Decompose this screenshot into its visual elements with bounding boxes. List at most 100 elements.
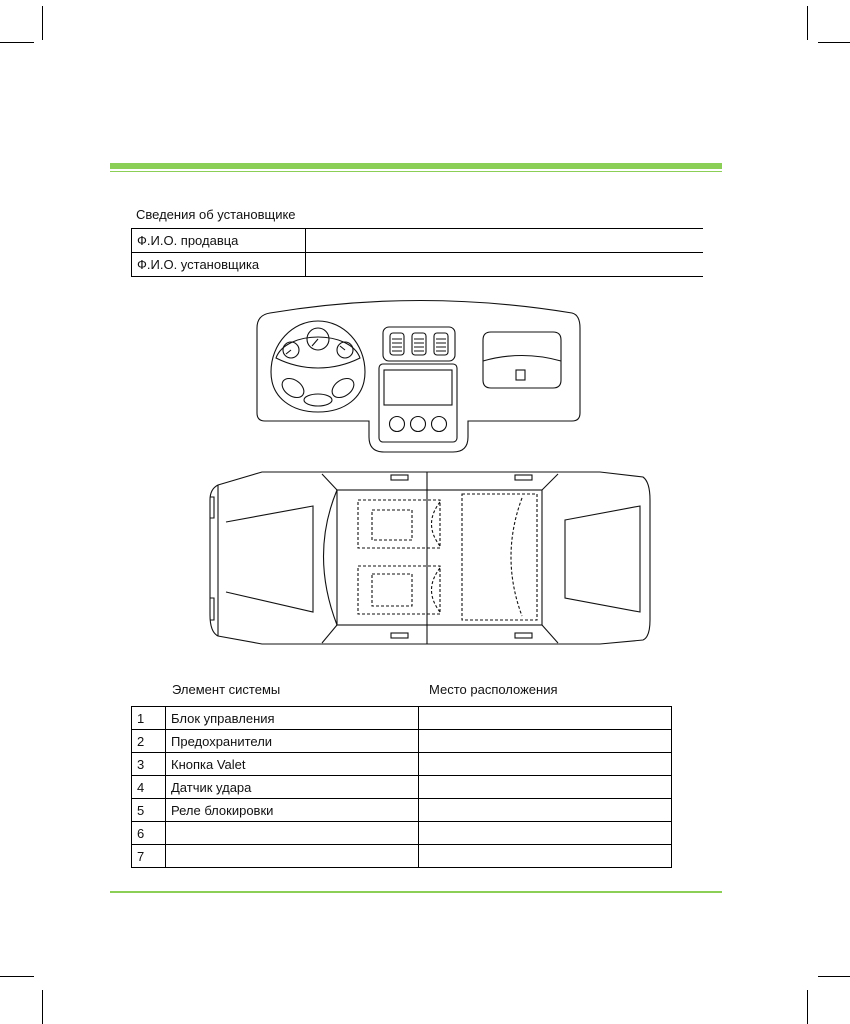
crop-mark xyxy=(42,6,43,40)
c-pillar xyxy=(541,473,559,491)
instrument-cluster xyxy=(275,336,361,369)
table-row: 2 Предохранители xyxy=(131,729,672,753)
table-row: Ф.И.О. продавца xyxy=(131,228,703,253)
vent-icon xyxy=(433,332,449,356)
element-name: Кнопка Valet xyxy=(165,752,419,776)
vent-panel xyxy=(382,326,456,362)
car-top-view xyxy=(209,471,651,645)
door-handle-icon xyxy=(514,632,533,639)
header-rule xyxy=(110,163,722,173)
a-pillar xyxy=(321,473,338,491)
table-row: 1 Блок управления xyxy=(131,706,672,730)
element-location-field[interactable] xyxy=(418,775,672,799)
car-layout-diagram xyxy=(209,299,651,645)
seller-name-field[interactable] xyxy=(305,228,703,253)
front-seats xyxy=(357,493,538,621)
seat-driver xyxy=(357,499,441,549)
column-header-element: Элемент системы xyxy=(172,682,281,697)
vent-icon xyxy=(411,332,427,356)
console-screen xyxy=(383,369,453,406)
gauge-center-icon xyxy=(306,327,330,351)
row-number: 7 xyxy=(131,844,166,868)
windshield xyxy=(322,489,338,626)
element-location-field[interactable] xyxy=(418,844,672,868)
door-handle-icon xyxy=(390,474,409,481)
gauge-left-icon xyxy=(282,341,300,359)
table-row: 3 Кнопка Valet xyxy=(131,752,672,776)
dashboard-outline xyxy=(256,299,581,453)
element-location-field[interactable] xyxy=(418,729,672,753)
header-rule-thick xyxy=(110,163,722,169)
element-location-field[interactable] xyxy=(418,752,672,776)
table-row: 5 Реле блокировки xyxy=(131,798,672,822)
element-name-field[interactable] xyxy=(165,821,419,845)
element-location-field[interactable] xyxy=(418,798,672,822)
element-name-field[interactable] xyxy=(165,844,419,868)
glovebox xyxy=(482,331,562,389)
door-handle-icon xyxy=(514,474,533,481)
table-row: 7 xyxy=(131,844,672,868)
glovebox-seam xyxy=(482,355,562,362)
center-console xyxy=(378,363,458,443)
gauge-needle xyxy=(339,345,346,351)
seat-back xyxy=(371,573,413,607)
crop-mark xyxy=(818,976,850,977)
element-location-field[interactable] xyxy=(418,821,672,845)
installer-table: Ф.И.О. продавца Ф.И.О. установщика xyxy=(131,228,703,277)
wheel-hub xyxy=(303,393,333,407)
header-rule-thin xyxy=(110,171,722,172)
trunk-panel xyxy=(564,505,641,613)
gauge-needle xyxy=(285,349,292,355)
column-header-location: Место расположения xyxy=(429,682,558,697)
wheel-spoke-left xyxy=(281,377,305,399)
element-name: Датчик удара xyxy=(165,775,419,799)
installer-name-label: Ф.И.О. установщика xyxy=(131,252,306,277)
footer-rule xyxy=(110,891,722,893)
element-name: Реле блокировки xyxy=(165,798,419,822)
crop-mark xyxy=(818,42,850,43)
hood-panel xyxy=(225,505,314,613)
installer-name-field[interactable] xyxy=(305,252,703,277)
table-row: Ф.И.О. установщика xyxy=(131,252,703,277)
element-name: Блок управления xyxy=(165,706,419,730)
crop-mark xyxy=(0,42,34,43)
console-knob-icon xyxy=(430,415,448,433)
a-pillar xyxy=(321,624,338,644)
row-number: 1 xyxy=(131,706,166,730)
seat-headrest xyxy=(430,501,441,547)
crop-mark xyxy=(807,990,808,1024)
car-front-bumper xyxy=(210,496,215,621)
row-number: 5 xyxy=(131,798,166,822)
row-number: 3 xyxy=(131,752,166,776)
dashboard-drawing xyxy=(256,299,581,453)
crop-mark xyxy=(807,6,808,40)
c-pillar xyxy=(541,624,559,644)
seat-passenger xyxy=(357,565,441,615)
vent-icon xyxy=(389,332,405,356)
crop-mark xyxy=(42,990,43,1024)
rear-seat xyxy=(461,493,538,621)
table-row: 4 Датчик удара xyxy=(131,775,672,799)
row-number: 2 xyxy=(131,729,166,753)
console-knob-icon xyxy=(409,415,427,433)
gauge-right-icon xyxy=(336,341,354,359)
rear-seat-back xyxy=(510,497,523,617)
table-row: 6 xyxy=(131,821,672,845)
cabin xyxy=(336,489,543,626)
door-handle-icon xyxy=(390,632,409,639)
row-number: 4 xyxy=(131,775,166,799)
gauge-needle xyxy=(311,338,319,347)
wheel-spoke-right xyxy=(331,377,355,399)
console-knob-icon xyxy=(388,415,406,433)
seat-headrest xyxy=(430,567,441,613)
installer-section-title: Сведения об установщике xyxy=(136,207,296,222)
system-elements-table: 1 Блок управления 2 Предохранители 3 Кно… xyxy=(131,706,672,868)
glovebox-latch-icon xyxy=(515,369,526,381)
seat-back xyxy=(371,509,413,541)
steering-wheel-icon xyxy=(270,320,366,413)
element-name: Предохранители xyxy=(165,729,419,753)
car-body-outline xyxy=(209,471,651,645)
seller-name-label: Ф.И.О. продавца xyxy=(131,228,306,253)
row-number: 6 xyxy=(131,821,166,845)
element-location-field[interactable] xyxy=(418,706,672,730)
